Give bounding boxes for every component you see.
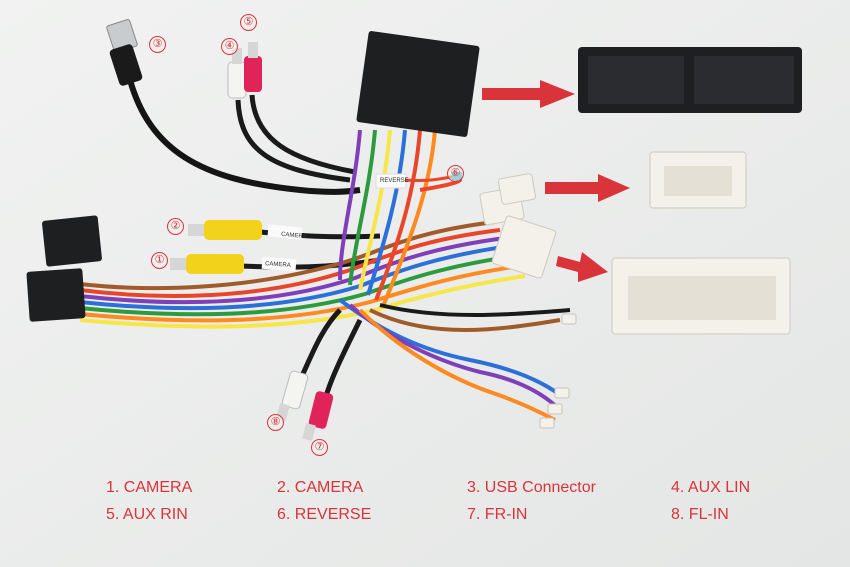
car-black-connector	[578, 47, 802, 113]
small-terminals	[539, 313, 577, 429]
usb-cable	[106, 18, 361, 195]
callout-2: ②	[167, 218, 184, 235]
callout-7: ⑦	[311, 439, 328, 456]
legend-item-2: 2. CAMERA	[277, 479, 364, 496]
wire-bundle	[79, 129, 571, 422]
car-white-connector-small	[649, 151, 747, 209]
legend-item-6: 6. REVERSE	[277, 506, 372, 523]
legend-item-5: 5. AUX RIN	[106, 506, 188, 523]
wire-tag-reverse: REVERSE	[380, 178, 409, 184]
callout-4: ④	[221, 38, 238, 55]
legend-item-4: 4. AUX LIN	[671, 479, 751, 496]
harness-white-plugs	[479, 173, 557, 279]
rear-rca-plugs	[275, 308, 363, 441]
legend-item-1: 1. CAMERA	[106, 479, 193, 496]
iso-connectors-left	[26, 215, 102, 322]
callout-6: ⑥	[447, 165, 464, 182]
legend-item-7: 7. FR-IN	[467, 506, 528, 523]
callout-3: ③	[149, 36, 166, 53]
callout-1: ①	[151, 252, 168, 269]
legend-item-8: 8. FL-IN	[671, 506, 729, 523]
red-arrows	[482, 80, 630, 282]
legend-item-3: 3. USB Connector	[467, 479, 596, 496]
car-white-connector-large	[611, 257, 791, 335]
camera-rca-plugs	[170, 220, 381, 274]
callout-5: ⑤	[240, 14, 257, 31]
aux-rca-plugs	[227, 42, 356, 183]
harness-black-connector	[356, 31, 480, 137]
callout-8: ⑧	[267, 414, 284, 431]
